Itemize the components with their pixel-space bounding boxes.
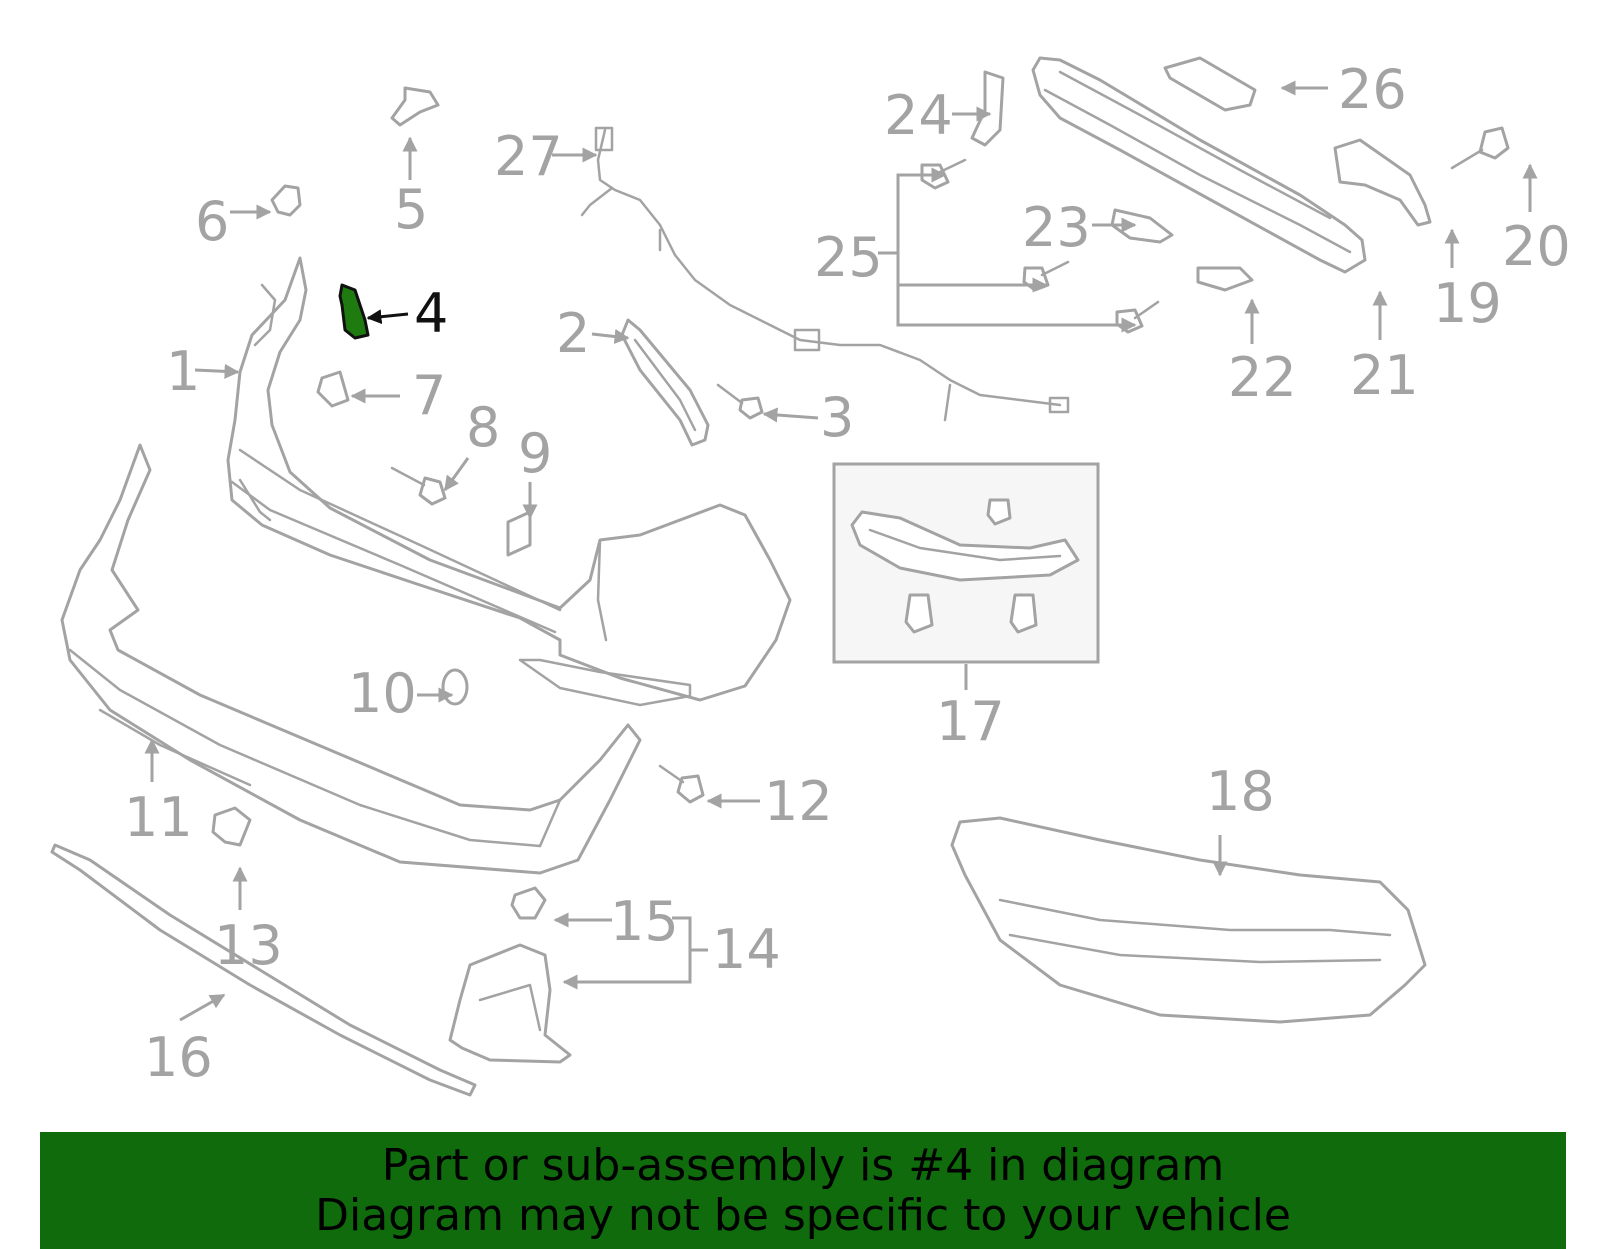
callout-27: 27: [494, 125, 563, 188]
part-8-bolt: [390, 466, 447, 506]
callout-7: 7: [412, 364, 446, 427]
callout-10: 10: [348, 662, 417, 725]
part-6-nut: [270, 184, 302, 217]
part-20-bolt: [1450, 126, 1510, 170]
part-22-bracket: [1196, 266, 1254, 292]
callout-9: 9: [518, 422, 552, 485]
callout-20: 20: [1502, 215, 1571, 278]
callout-25: 25: [814, 226, 883, 289]
callout-1: 1: [166, 340, 200, 403]
banner-line-1: Part or sub-assembly is #4 in diagram: [381, 1139, 1225, 1191]
banner-line-2: Diagram may not be specific to your vehi…: [315, 1189, 1291, 1241]
part-5-clip: [390, 86, 440, 127]
callout-labels: 1 2 3 4 5 6 7 8 9 10 11 12 13 14 15 16 1…: [124, 58, 1571, 1089]
callout-6: 6: [195, 190, 229, 253]
info-banner: Part or sub-assembly is #4 in diagram Di…: [40, 1132, 1566, 1249]
part-7-clip: [316, 370, 350, 408]
part-17-lamp-kit: [832, 462, 1100, 664]
part-14-bracket: [448, 943, 572, 1064]
part-15-grommet: [510, 886, 547, 920]
part-27-wiring-harness: [580, 126, 1070, 422]
part-4-highlighted: [338, 283, 370, 340]
callout-5: 5: [394, 178, 428, 241]
part-2-bracket: [620, 318, 710, 447]
part-3-bolt: [716, 383, 764, 420]
callout-12: 12: [764, 770, 833, 833]
callout-8: 8: [466, 396, 500, 459]
part-9-pad: [506, 510, 532, 557]
part-24-bracket: [970, 70, 1005, 147]
callout-3: 3: [820, 386, 854, 449]
callout-11: 11: [124, 786, 193, 849]
callout-19: 19: [1433, 272, 1502, 335]
leader-lines: [144, 80, 1538, 1022]
part-10-seal: [441, 668, 469, 706]
part-18-reflector: [950, 816, 1427, 1024]
part-21-reinforcement: [1031, 56, 1367, 274]
callout-16: 16: [144, 1026, 213, 1089]
part-16-trim-strip: [50, 843, 477, 1097]
part-19-bracket: [1333, 138, 1432, 227]
callout-4: 4: [414, 282, 448, 345]
part-11-lower-valance: [60, 443, 642, 875]
callout-14: 14: [712, 918, 781, 981]
callout-15: 15: [610, 890, 679, 953]
callout-23: 23: [1022, 196, 1091, 259]
callout-24: 24: [884, 84, 953, 147]
part-26-bracket: [1163, 56, 1257, 112]
callout-13: 13: [214, 914, 283, 977]
callout-2: 2: [556, 302, 590, 365]
callout-22: 22: [1228, 346, 1297, 409]
callout-26: 26: [1338, 58, 1407, 121]
part-13-bracket: [211, 806, 252, 847]
callout-21: 21: [1350, 344, 1419, 407]
part-12-bolt: [658, 764, 705, 804]
callout-17: 17: [936, 690, 1005, 753]
part-1-bumper-cover: [226, 256, 792, 707]
callout-18: 18: [1206, 760, 1275, 823]
